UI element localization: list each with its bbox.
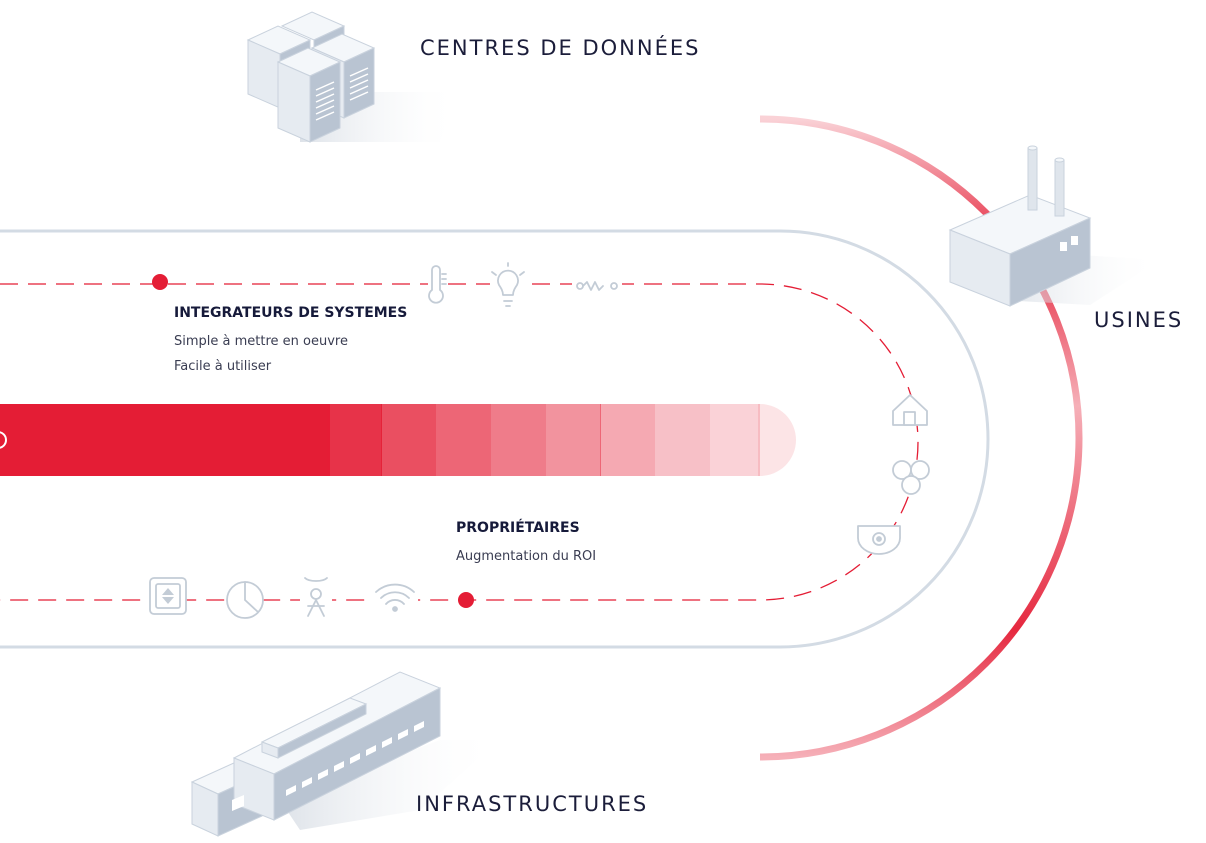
elevator-icon xyxy=(149,577,187,615)
factory-illustration xyxy=(948,145,1160,307)
data-centers-label: CENTRES DE DONNÉES xyxy=(420,36,701,60)
lightbulb-icon xyxy=(490,262,526,310)
owners-line-1: Augmentation du ROI xyxy=(456,549,597,564)
integrators-line-1: Simple à mettre en oeuvre xyxy=(174,334,348,349)
dashed-lane xyxy=(0,283,919,601)
home-icon xyxy=(892,394,928,426)
person-signal-icon xyxy=(300,574,332,620)
factories-label: USINES xyxy=(1094,308,1184,332)
thermometer-icon xyxy=(428,265,447,307)
infrastructure-illustration xyxy=(190,671,500,837)
inner-track xyxy=(0,229,990,649)
wifi-icon xyxy=(372,576,418,614)
camera-icon xyxy=(857,525,901,555)
owners-marker xyxy=(458,592,474,608)
integrators-title: INTEGRATEURS DE SYSTEMES xyxy=(174,305,408,321)
valves-icon xyxy=(892,460,930,495)
resistor-icon xyxy=(572,278,622,292)
owners-title: PROPRIÉTAIRES xyxy=(456,520,580,536)
integrators-marker xyxy=(152,274,168,290)
gauge-icon xyxy=(226,581,264,619)
data-center-illustration xyxy=(246,11,460,143)
progress-band xyxy=(0,404,796,476)
infrastructure-label: INFRASTRUCTURES xyxy=(416,792,649,816)
integrators-line-2: Facile à utiliser xyxy=(174,359,272,374)
